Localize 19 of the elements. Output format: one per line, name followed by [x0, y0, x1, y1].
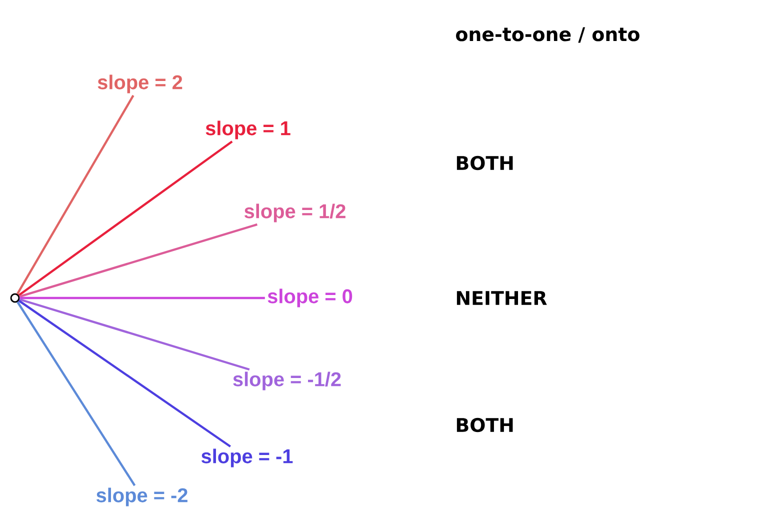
heading: one-to-one / onto: [456, 27, 640, 43]
slope-label: slope = -2: [96, 488, 188, 506]
slope-label: slope = -1/2: [233, 372, 341, 390]
hub-point: [10, 293, 20, 303]
result-label: NEITHER: [456, 291, 547, 305]
line: [20, 296, 265, 300]
slope-label: slope = 0: [268, 288, 352, 308]
line: [18, 140, 233, 296]
line: [18, 300, 231, 448]
slope-label: slope = 1: [206, 120, 290, 140]
line: [19, 298, 250, 371]
slope-label: slope = 1/2: [244, 204, 346, 222]
line: [16, 301, 136, 486]
line: [16, 94, 134, 294]
result-label: BOTH: [456, 418, 513, 432]
line: [19, 223, 258, 298]
result-label: BOTH: [456, 156, 513, 170]
slope-label: slope = 2: [98, 74, 182, 94]
slope-label: slope = -1: [201, 448, 293, 468]
